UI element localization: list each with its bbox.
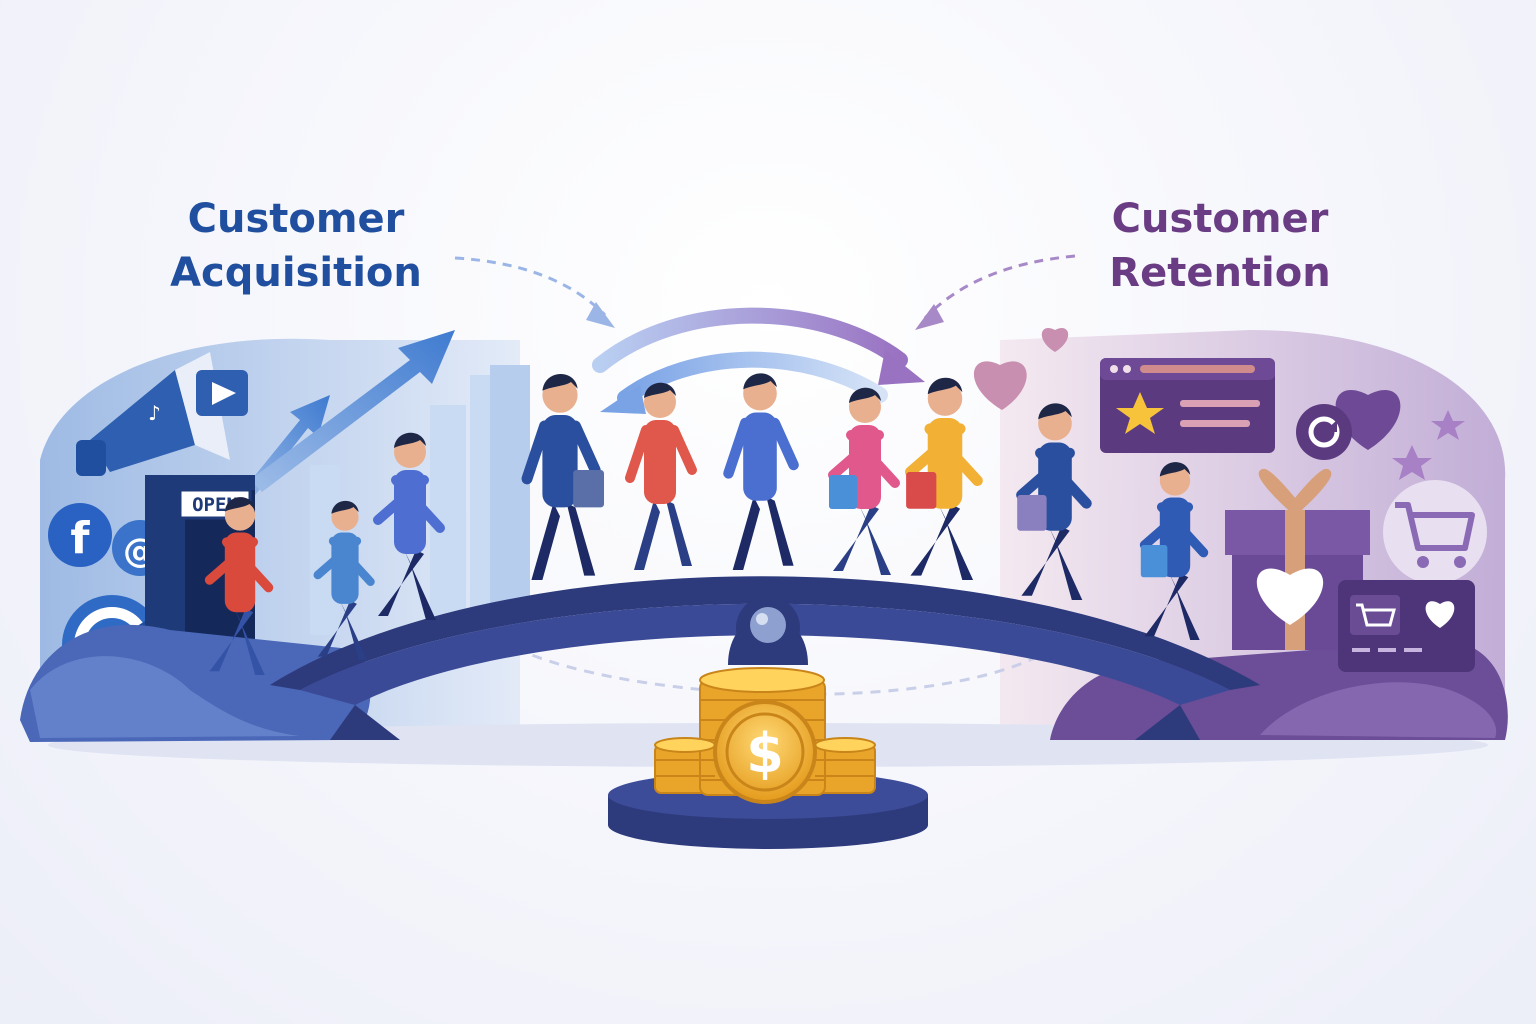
person-8	[905, 377, 983, 580]
bridge	[270, 576, 1260, 740]
person-5	[625, 382, 697, 570]
exchange-arrows-graphic	[592, 307, 925, 414]
gift-box-icon	[1225, 468, 1370, 650]
play-video-icon	[196, 370, 248, 416]
person-7	[828, 387, 900, 575]
retention-heading-line1: Customer	[1111, 196, 1329, 242]
dashed-arrow-right	[915, 254, 1076, 330]
small-heart-icon	[1041, 328, 1069, 352]
person-10	[1139, 462, 1209, 640]
chat-refresh-icon	[1296, 404, 1352, 460]
people-group	[204, 373, 1209, 675]
heart-icon	[973, 361, 1027, 410]
acquisition-heading-line1: Customer	[187, 196, 405, 242]
loyalty-card-icon	[1338, 580, 1475, 672]
person-2	[313, 500, 375, 660]
retention-heading-line2: Retention	[1109, 250, 1331, 296]
facebook-glyph: f	[70, 513, 90, 564]
person-6	[723, 373, 799, 570]
shopping-cart-icon	[1383, 480, 1487, 584]
person-4	[521, 374, 604, 580]
right-rocks-highlight	[1260, 682, 1497, 738]
dollar-glyph: $	[746, 722, 784, 785]
dollar-coin: $	[713, 700, 817, 804]
person-9	[1016, 403, 1092, 600]
customer-acquisition-heading: Customer Acquisition	[126, 192, 466, 300]
star-icon	[1392, 410, 1465, 480]
svg-text:♪: ♪	[148, 401, 161, 425]
customer-retention-heading: Customer Retention	[1050, 192, 1390, 300]
growth-arrows-graphic	[235, 330, 455, 508]
megaphone-icon: ♪	[76, 352, 230, 476]
left-rocks-highlight	[30, 656, 300, 738]
scale-pivot	[728, 596, 808, 665]
dashed-arrow-left	[454, 256, 615, 328]
facebook-icon: f	[48, 503, 112, 567]
review-card-icon	[1100, 358, 1275, 453]
person-3	[373, 432, 445, 620]
person-1	[204, 497, 274, 675]
acquisition-heading-line2: Acquisition	[170, 250, 422, 296]
